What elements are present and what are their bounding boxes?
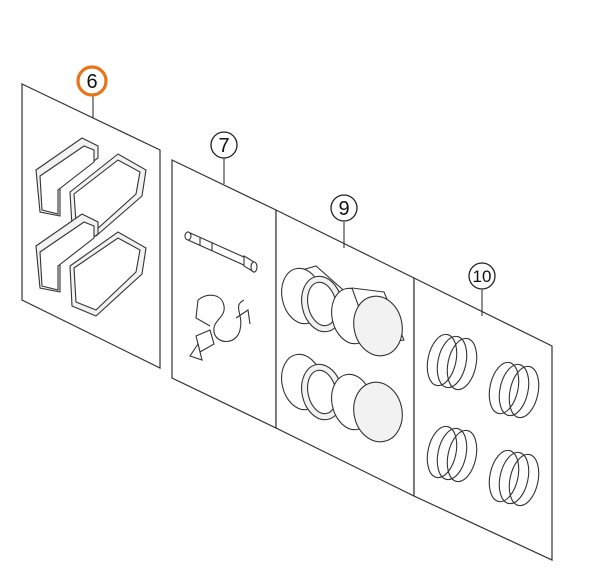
brake-pad bbox=[69, 231, 147, 317]
piston bbox=[281, 265, 352, 333]
panel-7-card bbox=[171, 159, 277, 429]
seal-ring bbox=[488, 449, 540, 507]
brake-pad bbox=[35, 213, 99, 293]
seal-ring bbox=[426, 425, 478, 483]
callout-10[interactable]: 10 bbox=[468, 262, 496, 290]
seal-ring bbox=[426, 333, 478, 391]
brake-pad bbox=[69, 153, 147, 237]
callout-6[interactable]: 6 bbox=[76, 65, 108, 97]
panel-pin-set bbox=[171, 158, 277, 429]
callout-7[interactable]: 7 bbox=[210, 131, 238, 159]
spring-clip bbox=[189, 294, 251, 361]
panel-pistons bbox=[275, 209, 415, 497]
panel-10-card bbox=[413, 277, 553, 561]
panel-9-card bbox=[275, 209, 415, 497]
panel-seal-rings bbox=[413, 277, 553, 561]
piston bbox=[331, 373, 403, 443]
piston bbox=[331, 287, 405, 357]
callout-label-10: 10 bbox=[473, 267, 492, 286]
callout-9[interactable]: 9 bbox=[330, 194, 358, 222]
panel-brake-pads bbox=[21, 83, 161, 369]
brake-pad bbox=[35, 137, 99, 217]
callout-label-7: 7 bbox=[218, 135, 229, 157]
callout-label-6: 6 bbox=[86, 71, 97, 93]
brake-pin bbox=[184, 231, 258, 273]
callout-label-9: 9 bbox=[338, 198, 349, 220]
seal-ring bbox=[488, 361, 540, 419]
